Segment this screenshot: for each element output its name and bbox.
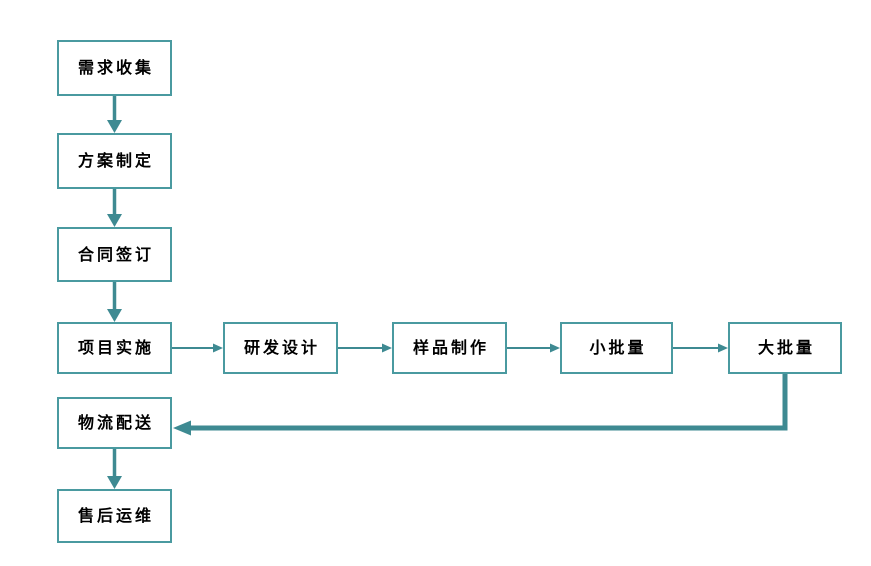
flow-node-label: 样品制作 [412,338,489,357]
arrow-sample-to-smallbatch [507,343,560,353]
arrow-contract-to-implementation [107,282,122,322]
arrow-logistics-to-aftersales [107,449,122,489]
arrow-plan-to-contract [107,189,122,227]
arrow-largebatch-to-logistics [173,374,788,436]
arrow-requirements-to-plan [107,96,122,133]
flow-node-contract-signing: 合同签订 [57,227,172,282]
flow-node-label: 研发设计 [243,338,320,357]
flow-node-sample-production: 样品制作 [392,322,507,374]
arrow-implementation-to-rnd [172,343,223,353]
flow-node-label: 小批量 [589,338,647,357]
flow-node-label: 售后运维 [77,506,154,525]
flow-node-large-batch: 大批量 [728,322,842,374]
flow-node-project-implementation: 项目实施 [57,322,172,374]
flow-node-label: 方案制定 [77,151,154,170]
flow-node-small-batch: 小批量 [560,322,673,374]
flow-node-requirements-collection: 需求收集 [57,40,172,96]
flow-node-label: 需求收集 [77,58,154,77]
flow-node-label: 物流配送 [77,413,154,432]
flow-node-after-sales-maintenance: 售后运维 [57,489,172,543]
flow-node-rnd-design: 研发设计 [223,322,338,374]
flow-node-label: 大批量 [757,338,815,357]
arrow-smallbatch-to-largebatch [673,343,728,353]
arrow-rnd-to-sample [338,343,392,353]
flow-node-plan-formulation: 方案制定 [57,133,172,189]
flow-node-logistics-delivery: 物流配送 [57,397,172,449]
flow-node-label: 合同签订 [77,244,154,264]
flow-node-label: 项目实施 [77,338,154,357]
